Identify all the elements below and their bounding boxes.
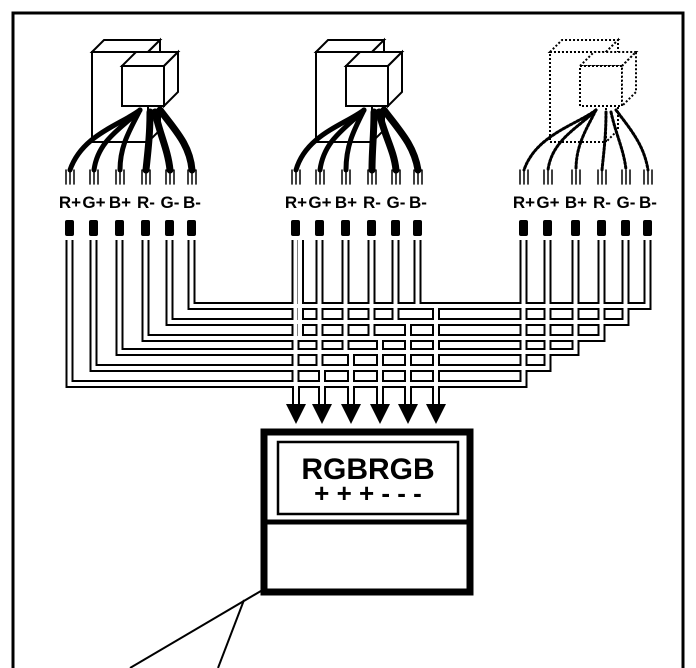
sensor-3-pin-label: R- <box>593 193 611 212</box>
terminal-pin <box>367 220 376 236</box>
sensor-3-pin-label: G+ <box>536 193 559 212</box>
terminal-pins <box>65 220 652 236</box>
arrows <box>286 404 446 424</box>
terminal-block-signs: + + + - - - <box>314 478 422 508</box>
sensor-2-housing-icon <box>313 37 405 145</box>
terminal-pin <box>65 220 74 236</box>
arrow-down-icon <box>286 404 306 424</box>
terminal-pin <box>89 220 98 236</box>
sensor-2-pin-label: R- <box>363 193 381 212</box>
terminal-pin <box>643 220 652 236</box>
wires <box>65 240 652 406</box>
terminal-pin <box>571 220 580 236</box>
arrow-down-icon <box>312 404 332 424</box>
terminal-pin <box>391 220 400 236</box>
terminal-pin <box>187 220 196 236</box>
sensor-1-pin-label: B- <box>183 193 201 212</box>
sensor-3-pin-label: G- <box>617 193 636 212</box>
terminal-pin <box>341 220 350 236</box>
sensor-3-cable-icon <box>519 108 653 185</box>
terminal-pin <box>543 220 552 236</box>
arrow-down-icon <box>426 404 446 424</box>
terminal-pin <box>141 220 150 236</box>
sensor-3: R+ G+ B+ R- G- B- <box>513 37 657 212</box>
sensor-2: R+ G+ B+ R- G- B- <box>285 37 427 212</box>
terminal-pin <box>315 220 324 236</box>
terminal-pin <box>291 220 300 236</box>
sensor-1-housing-icon <box>89 37 181 145</box>
terminal-block-letters: RGBRGB <box>301 453 434 486</box>
sensor-1-pin-label: B+ <box>109 193 131 212</box>
sensor-2-pin-label: B- <box>409 193 427 212</box>
terminal-pin <box>165 220 174 236</box>
arrow-down-icon <box>341 404 361 424</box>
terminal-pin <box>597 220 606 236</box>
sensor-2-pin-label: R+ <box>285 193 307 212</box>
terminal-pin <box>115 220 124 236</box>
sensor-3-pin-label: B- <box>639 193 657 212</box>
sensor-2-cable-icon <box>291 106 423 185</box>
sensor-1-pin-label: R- <box>137 193 155 212</box>
sensor-3-pin-label: R+ <box>513 193 535 212</box>
sensor-2-pin-label: B+ <box>335 193 357 212</box>
sensor-2-pin-label: G+ <box>308 193 331 212</box>
sensor-1: R+ G+ B+ R- G- B- <box>59 37 201 212</box>
leader-line <box>129 587 267 668</box>
sensor-3-housing-icon <box>547 37 639 145</box>
arrow-down-icon <box>398 404 418 424</box>
diagram-frame <box>11 11 685 668</box>
terminal-pin <box>413 220 422 236</box>
sensor-1-cable-icon <box>65 106 197 185</box>
terminal-pin <box>519 220 528 236</box>
sensor-1-pin-label: G- <box>161 193 180 212</box>
terminal-pin <box>621 220 630 236</box>
terminal-block-label-panel <box>276 440 460 516</box>
terminal-block: RGBRGB + + + - - - <box>260 428 474 596</box>
sensor-1-pin-label: G+ <box>82 193 105 212</box>
leader-line <box>217 599 245 668</box>
sensor-2-pin-label: G- <box>387 193 406 212</box>
arrow-down-icon <box>370 404 390 424</box>
sensor-1-pin-label: R+ <box>59 193 81 212</box>
sensor-3-pin-label: B+ <box>565 193 587 212</box>
leader-lines <box>129 587 267 668</box>
